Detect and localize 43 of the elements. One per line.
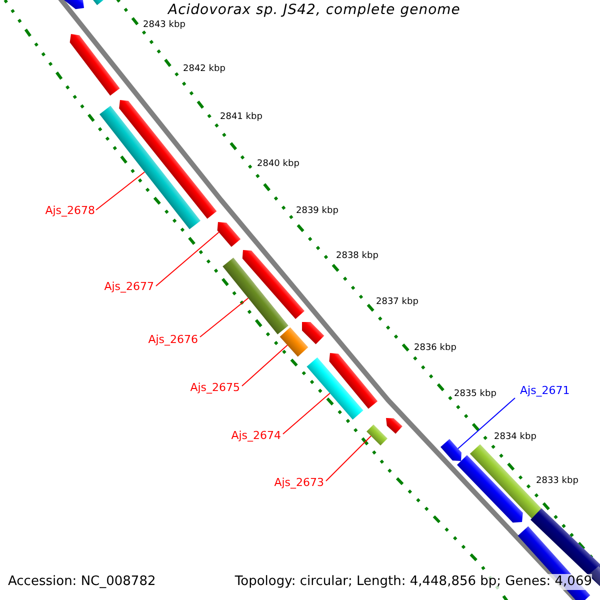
scale-label: 2833 kbp (536, 476, 578, 487)
leader-line (156, 232, 220, 286)
accession-text: Accession: NC_008782 (8, 574, 156, 590)
scale-label: 2838 kbp (336, 251, 378, 262)
gene-label: Ajs_2674 (231, 429, 281, 442)
gene-feature (457, 455, 523, 523)
scale-label: 2842 kbp (183, 64, 226, 75)
scale-label: 2836 kbp (414, 343, 456, 354)
map-title: Acidovorax sp. JS42, complete genome (168, 2, 460, 19)
gene-feature (70, 34, 120, 96)
gene-label: Ajs_2677 (104, 280, 154, 294)
scale-label: 2843 kbp (143, 20, 186, 31)
leader-line (200, 298, 249, 338)
gene-feature (329, 353, 378, 409)
scale-label: 2841 kbp (220, 112, 262, 123)
gene-feature (302, 322, 324, 344)
gene-label: Ajs_2671 (520, 384, 570, 398)
scale-label: 2839 kbp (296, 206, 338, 217)
gene-feature (386, 418, 402, 434)
leader-line (96, 172, 146, 210)
gene-feature (366, 424, 388, 446)
scale-label: 2835 kbp (454, 389, 496, 400)
gene-feature (62, 0, 84, 10)
gene-feature (217, 222, 241, 247)
gene-feature (222, 258, 288, 334)
gene-label: Ajs_2673 (274, 476, 324, 490)
leader-line (458, 398, 516, 450)
gene-feature (440, 439, 462, 461)
scale-label: 2837 kbp (376, 297, 418, 308)
scale-label: 2834 kbp (494, 432, 536, 443)
gene-feature (280, 327, 308, 357)
gene-feature (306, 357, 364, 420)
leader-line (242, 344, 288, 386)
scale-label: 2840 kbp (257, 159, 300, 170)
genome-info-text: Topology: circular; Length: 4,448,856 bp; Genes: 4,069 (234, 574, 592, 590)
gene-feature (100, 106, 200, 230)
leader-line (282, 392, 330, 434)
gene-label: Ajs_2676 (148, 333, 198, 346)
gene-label: Ajs_2678 (45, 204, 95, 218)
gene-feature (242, 250, 304, 319)
gene-label: Ajs_2675 (190, 381, 240, 394)
gene-feature (119, 100, 217, 219)
leader-line (326, 436, 372, 482)
